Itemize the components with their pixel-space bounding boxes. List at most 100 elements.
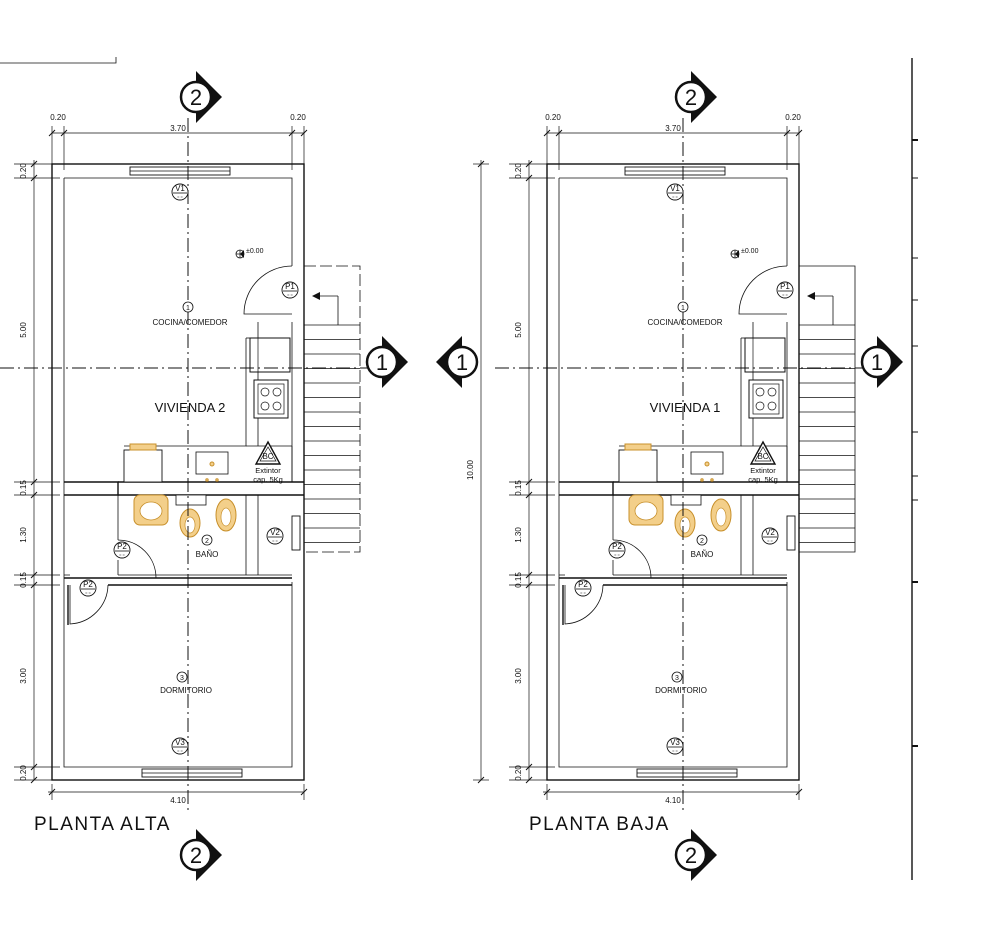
opening-bubble-p1-sub: = =	[287, 292, 293, 297]
opening-bubble-v2: V2= =	[266, 527, 284, 545]
bidet-icon	[710, 498, 732, 532]
room-number-bath: 2	[696, 534, 708, 546]
opening-bubble-v3-sub: = =	[672, 748, 678, 753]
section-marker-top: 2	[674, 71, 717, 123]
dim-left-1: 5.00	[19, 322, 28, 338]
dim-left-3: 1.30	[19, 527, 28, 543]
level-mark-label: ±0.00	[246, 248, 264, 255]
plan-title: PLANTA ALTA	[34, 814, 171, 835]
bath-partition	[245, 495, 259, 575]
stove-icon	[253, 379, 289, 419]
opening-bubble-p1-sub: = =	[782, 292, 788, 297]
opening-bubble-p2-bath: P2= =	[113, 541, 131, 559]
opening-bubble-v2-sub: = =	[767, 538, 773, 543]
section-marker-bottom-label: 2	[190, 843, 202, 868]
kitchen-sink-icon	[690, 451, 724, 482]
dim-left-2: 0.15	[514, 480, 523, 496]
room-number-kitchen: 1	[677, 301, 689, 313]
door-p1-swing	[243, 265, 293, 315]
kitchen-counter	[124, 322, 259, 447]
opening-bubble-p2-bed: P2= =	[79, 579, 97, 597]
opening-bubble-p2-bath-sub: = =	[614, 552, 620, 557]
dim-left-2: 0.15	[19, 480, 28, 496]
opening-bubble-v2: V2= =	[761, 527, 779, 545]
toilet-icon	[175, 494, 207, 538]
dim-top-middle: 3.70	[170, 124, 186, 133]
room-number-kitchen-label: 1	[681, 305, 685, 312]
door-p2-bed-swing	[69, 584, 109, 625]
opening-bubble-v1-sub: = =	[177, 194, 183, 199]
room-number-bath-label: 2	[205, 538, 209, 545]
opening-bubble-v3-label: V3	[175, 738, 185, 747]
opening-bubble-v1: V1= =	[171, 183, 189, 201]
section-marker-left-label: 1	[456, 350, 468, 375]
section-marker-bottom: 2	[179, 829, 222, 881]
opening-bubble-v1-label: V1	[670, 184, 680, 193]
extinguisher-symbol: BC	[757, 452, 768, 461]
room-number-bedroom: 3	[176, 671, 188, 683]
dim-top-middle: 3.70	[665, 124, 681, 133]
room-name-bath: BAÑO	[691, 550, 714, 559]
opening-bubble-v3-sub: = =	[177, 748, 183, 753]
water-heater-icon	[123, 443, 163, 483]
plan-title: PLANTA BAJA	[529, 814, 670, 835]
elevation-strip	[911, 58, 918, 880]
window-v3	[141, 768, 243, 778]
kitchen-sink-icon	[195, 451, 229, 482]
section-marker-right: 1	[860, 336, 903, 388]
fridge-icon	[744, 337, 786, 373]
extinguisher-line1: Extintor	[255, 466, 281, 475]
room-number-bedroom-label: 3	[675, 675, 679, 682]
dim-left-6: 0.20	[19, 765, 28, 781]
dim-left-3: 1.30	[514, 527, 523, 543]
room-number-kitchen-label: 1	[186, 305, 190, 312]
section-marker-top-label: 2	[685, 85, 697, 110]
room-number-bath: 2	[201, 534, 213, 546]
opening-bubble-v2-sub: = =	[272, 538, 278, 543]
opening-bubble-v1-label: V1	[175, 184, 185, 193]
dim-left-0: 0.20	[514, 163, 523, 179]
room-number-bedroom-label: 3	[180, 675, 184, 682]
door-p2-bath-swing	[612, 539, 652, 579]
opening-bubble-v2-label: V2	[270, 528, 280, 537]
room-name-bedroom: DORMITORIO	[160, 686, 212, 695]
section-marker-top-label: 2	[190, 85, 202, 110]
window-v1	[624, 166, 726, 176]
outer-wall	[546, 163, 800, 781]
kitchen-bath-wall	[64, 481, 119, 496]
opening-bubble-p2-bed-label: P2	[578, 580, 588, 589]
opening-bubble-p2-bath-label: P2	[612, 542, 622, 551]
dim-bottom: 4.10	[170, 796, 186, 805]
door-p2-bed-swing	[564, 584, 604, 625]
opening-bubble-p2-bath: P2= =	[608, 541, 626, 559]
dim-top-left: 0.20	[50, 113, 66, 122]
toilet-icon	[670, 494, 702, 538]
extinguisher-line1: Extintor	[750, 466, 776, 475]
door-p1-swing	[738, 265, 788, 315]
kitchen-counter	[619, 322, 754, 447]
dim-left-6: 0.20	[514, 765, 523, 781]
opening-bubble-p2-bath-label: P2	[117, 542, 127, 551]
opening-bubble-v3-label: V3	[670, 738, 680, 747]
bath-partition	[740, 495, 754, 575]
opening-bubble-p2-bed-sub: = =	[580, 590, 586, 595]
bath-walls	[559, 495, 787, 576]
unit-name: VIVIENDA 2	[155, 400, 226, 415]
kitchen-bath-wall	[559, 481, 614, 496]
exterior-stair	[799, 265, 856, 553]
level-mark: ±0.00	[235, 248, 264, 259]
level-mark: ±0.00	[730, 248, 759, 259]
room-name-kitchen: COCINA/COMEDOR	[152, 318, 227, 327]
level-mark-label: ±0.00	[741, 248, 759, 255]
dim-left-5: 3.00	[514, 668, 523, 684]
fridge-icon	[249, 337, 291, 373]
window-v2	[786, 515, 796, 551]
dim-left-1: 5.00	[514, 322, 523, 338]
dim-bottom: 4.10	[665, 796, 681, 805]
stove-icon	[748, 379, 784, 419]
exterior-stair	[304, 265, 361, 553]
